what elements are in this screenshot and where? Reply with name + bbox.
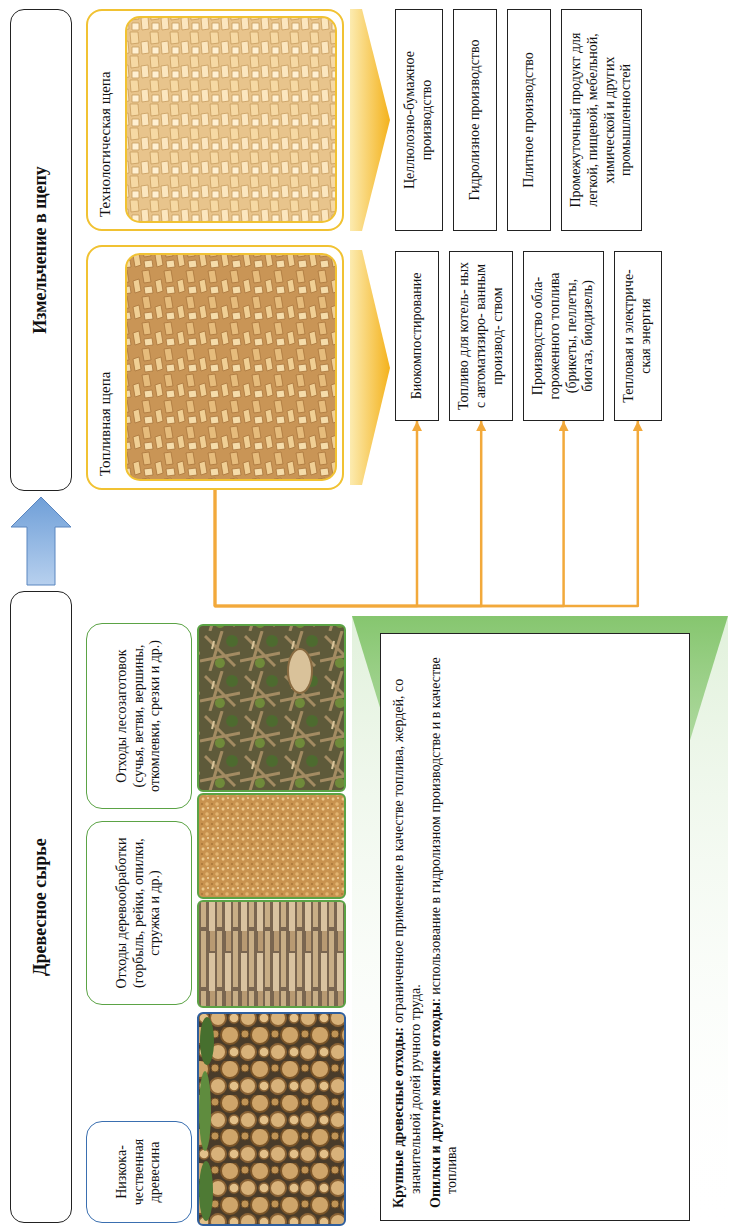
use-text: Целлюлозно-бумажное производство <box>402 18 436 222</box>
use-box: Целлюлозно-бумажное производство <box>395 9 443 231</box>
photo-sawdust <box>198 794 345 898</box>
photo-frame <box>198 794 345 898</box>
use-box: Тепловая и электриче- ская энергия <box>614 251 662 421</box>
foliage <box>199 1161 213 1221</box>
photo-frame <box>198 1013 345 1225</box>
use-text: Плитное производство <box>521 52 538 188</box>
section-header: Измельчение в щепу <box>10 9 72 491</box>
section-header: Древесное сырье <box>10 591 72 1223</box>
stump <box>288 649 312 693</box>
use-box: Топливо для котель- ных с автоматизиро- … <box>449 251 513 421</box>
use-text: Тепловая и электриче- ская энергия <box>621 260 655 412</box>
use-box: Производство обла- гороженного топлива (… <box>523 251 604 421</box>
note-paragraph: Крупные древесные отходы:ограниченное пр… <box>391 646 425 1208</box>
flow-connector <box>215 421 417 606</box>
source-box: Отходы лесозаготовок (сучья, ветви, верш… <box>86 623 192 809</box>
chip-label: Топливная щепа <box>96 259 114 476</box>
header-text: Измельчение в щепу <box>30 166 52 334</box>
foliage <box>200 1017 214 1065</box>
photo-logging-waste <box>198 625 345 791</box>
photo-frame <box>198 901 345 1007</box>
use-box: Гидролизное производство <box>453 9 497 231</box>
note-heading: Крупные древесные отходы: <box>391 1027 406 1208</box>
photo-low-grade-wood <box>198 1013 345 1225</box>
note-box: Крупные древесные отходы:ограниченное пр… <box>380 633 690 1221</box>
source-box: Низкока- чественная древесина <box>86 1121 192 1223</box>
chip-box: Топливная щепа <box>86 245 344 490</box>
use-text: Производство обла- гороженного топлива (… <box>530 260 597 412</box>
green-flow-arrow <box>352 616 728 1231</box>
photo-frame <box>198 625 345 791</box>
header-text: Древесное сырье <box>30 838 52 976</box>
source-label: Отходы лесозаготовок (сучья, ветви, верш… <box>114 630 164 802</box>
block-arrow <box>11 497 71 585</box>
yellow-flow-arrow <box>350 9 390 231</box>
yellow-flow-arrow <box>350 250 390 485</box>
use-text: Промежуточный продукт для легкой, пищево… <box>568 18 635 222</box>
use-text: Топливо для котель- ных с автоматизиро- … <box>456 260 506 412</box>
note-heading: Опилки и другие мягкие отходы <box>428 1002 443 1208</box>
use-text: Биокомпостирование <box>409 273 426 400</box>
source-label: Низкока- чественная древесина <box>114 1128 164 1216</box>
source-box: Отходы деревообработки (горбыль, рейки, … <box>86 821 192 1005</box>
use-box: Биокомпостирование <box>395 251 439 421</box>
green-flow-band <box>352 616 728 1231</box>
flow-connector <box>215 421 564 606</box>
photo-process-chips <box>126 17 336 222</box>
photo-slabs <box>198 901 345 1007</box>
note-paragraph: Опилки и другие мягкие отходы: использов… <box>428 646 462 1208</box>
source-label: Отходы деревообработки (горбыль, рейки, … <box>114 828 164 998</box>
use-box: Плитное производство <box>507 9 551 231</box>
flow-connector <box>215 421 638 606</box>
photo-fuel-chips <box>126 254 336 480</box>
chip-label: Технологическая щепа <box>96 23 114 217</box>
chip-box: Технологическая щепа <box>86 9 344 231</box>
flow-connector <box>215 421 481 606</box>
use-text: Гидролизное производство <box>467 40 484 201</box>
foliage <box>199 1071 211 1151</box>
use-box: Промежуточный продукт для легкой, пищево… <box>561 9 642 231</box>
